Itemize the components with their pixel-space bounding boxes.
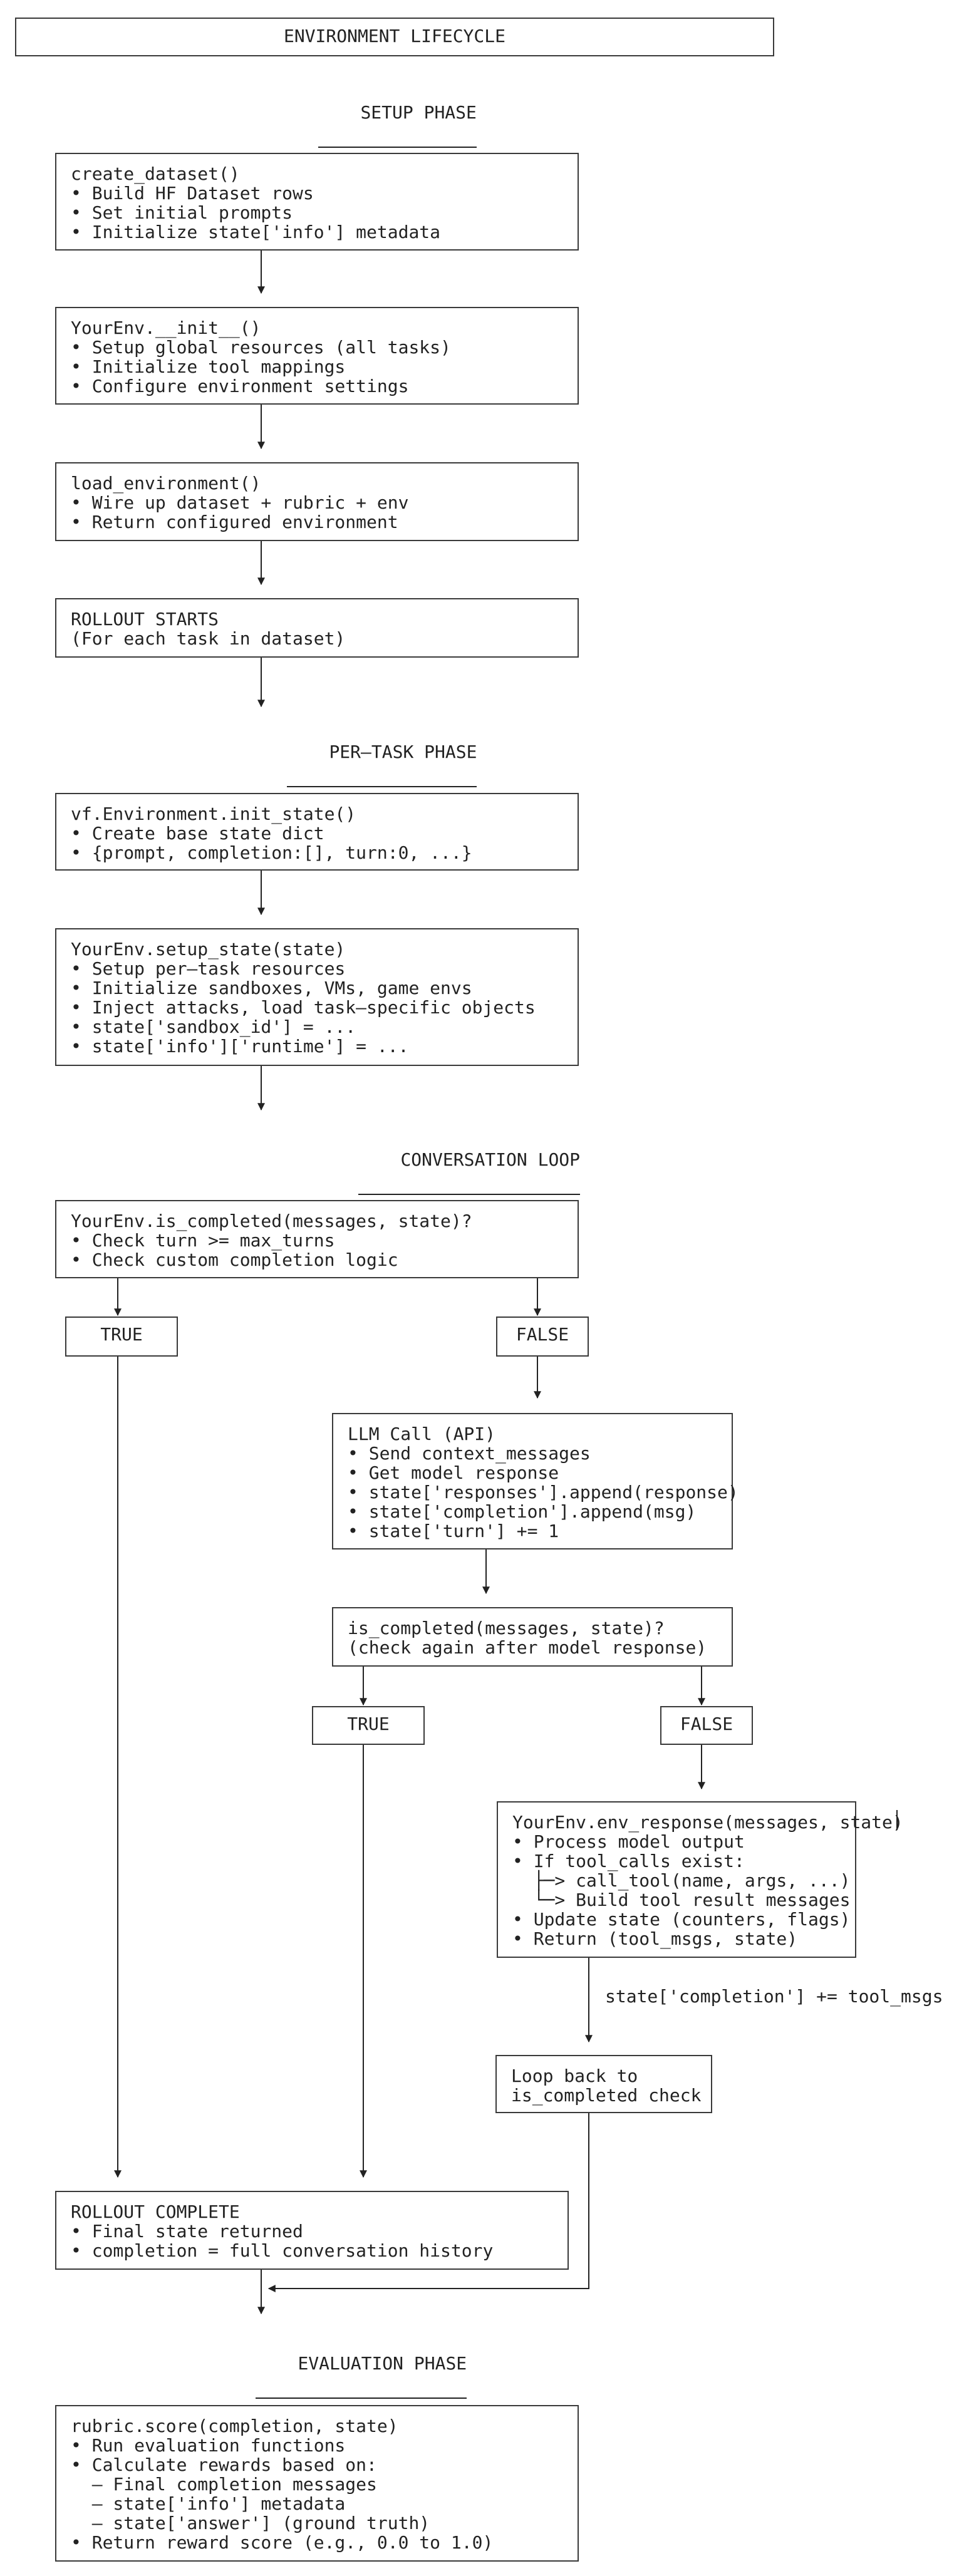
false-branch-1-label: FALSE [516, 1324, 569, 1345]
true-branch-2-label: TRUE [347, 1714, 390, 1734]
diagram-title: ENVIRONMENT LIFECYCLE [15, 18, 774, 56]
init-state-box: vf.Environment.init_state() • Create bas… [55, 793, 579, 871]
is-completed-again-box: is_completed(messages, state)? (check ag… [332, 1607, 733, 1667]
rollout-complete-text: ROLLOUT COMPLETE • Final state returned … [71, 2201, 494, 2261]
create-dataset-box: create_dataset() • Build HF Dataset rows… [55, 153, 579, 251]
is-completed-again-text: is_completed(messages, state)? (check ag… [348, 1618, 707, 1658]
rubric-score-text: rubric.score(completion, state) • Run ev… [71, 2416, 494, 2553]
env-init-text: YourEnv.__init__() • Setup global resour… [71, 318, 451, 396]
true-branch-1-label: TRUE [100, 1324, 143, 1345]
is-completed-text: YourEnv.is_completed(messages, state)? •… [71, 1211, 472, 1270]
true-branch-1: TRUE [65, 1316, 178, 1357]
rollout-starts-box: ROLLOUT STARTS (For each task in dataset… [55, 598, 579, 658]
heading-loop-text: CONVERSATION LOOP [400, 1149, 581, 1170]
false-branch-2: FALSE [660, 1706, 753, 1745]
rollout-starts-text: ROLLOUT STARTS (For each task in dataset… [71, 609, 346, 649]
env-init-box: YourEnv.__init__() • Setup global resour… [55, 307, 579, 405]
heading-setup-text: SETUP PHASE [360, 102, 477, 123]
init-state-text: vf.Environment.init_state() • Create bas… [71, 804, 472, 863]
heading-per-task-phase: PER–TASK PHASE [287, 723, 477, 787]
llm-call-text: LLM Call (API) • Send context_messages •… [348, 1424, 739, 1541]
arrow-loopback-return [267, 2113, 589, 2292]
tool-msgs-edge-label: state['completion'] += tool_msgs [605, 1986, 943, 2007]
heading-per-task-text: PER–TASK PHASE [329, 742, 477, 762]
env-response-box: YourEnv.env_response(messages, state) • … [497, 1801, 903, 1958]
heading-conversation-loop: CONVERSATION LOOP [358, 1130, 581, 1195]
false-branch-2-label: FALSE [680, 1714, 733, 1734]
create-dataset-text: create_dataset() • Build HF Dataset rows… [71, 163, 441, 242]
rollout-complete-box: ROLLOUT COMPLETE • Final state returned … [55, 2191, 569, 2270]
llm-call-box: LLM Call (API) • Send context_messages •… [332, 1413, 739, 1549]
env-response-text: YourEnv.env_response(messages, state) • … [512, 1812, 903, 1949]
false-branch-1: FALSE [496, 1316, 589, 1357]
is-completed-box: YourEnv.is_completed(messages, state)? •… [55, 1200, 579, 1278]
loop-back-box: Loop back to is_completed check [495, 2055, 712, 2113]
load-environment-text: load_environment() • Wire up dataset + r… [71, 473, 409, 532]
loop-back-text: Loop back to is_completed check [511, 2066, 702, 2106]
setup-state-text: YourEnv.setup_state(state) • Setup per–t… [71, 939, 536, 1057]
heading-evaluation-phase: EVALUATION PHASE [256, 2334, 467, 2399]
setup-state-box: YourEnv.setup_state(state) • Setup per–t… [55, 928, 579, 1066]
rubric-score-box: rubric.score(completion, state) • Run ev… [55, 2405, 579, 2562]
heading-eval-text: EVALUATION PHASE [298, 2353, 467, 2374]
true-branch-2: TRUE [312, 1706, 425, 1745]
heading-setup-phase: SETUP PHASE [318, 83, 477, 148]
load-environment-box: load_environment() • Wire up dataset + r… [55, 462, 579, 541]
